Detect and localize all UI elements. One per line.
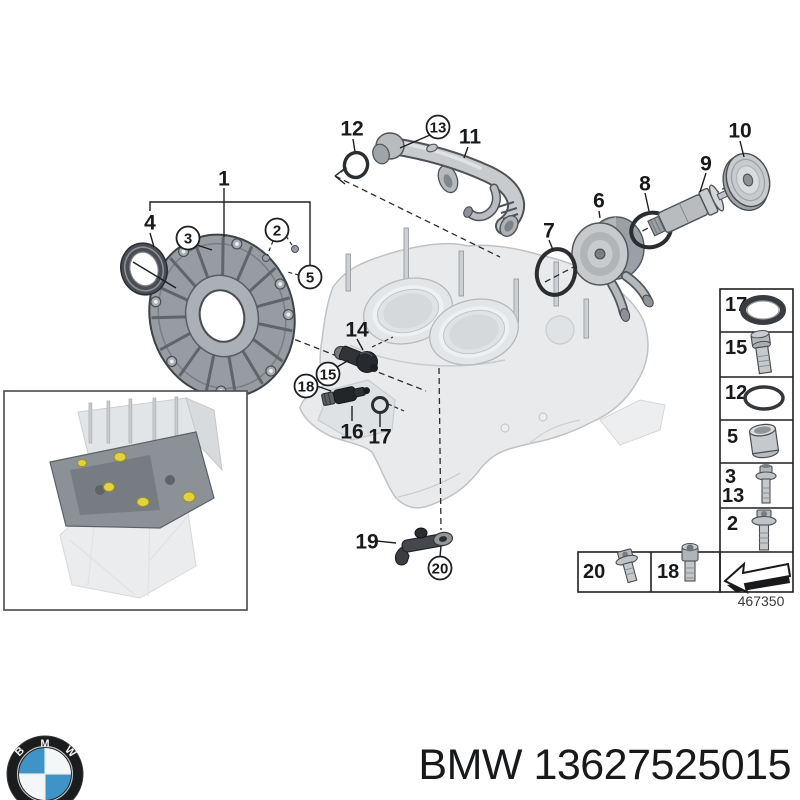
callout-6: 6: [593, 189, 605, 212]
callout-4: 4: [144, 211, 156, 234]
callout-2-label: 2: [273, 222, 281, 239]
legend-row-2-label: 2: [727, 513, 738, 535]
cooler-o-ring: [534, 247, 578, 297]
callout-11-label: 11: [459, 125, 482, 148]
direction-arrow-icon: [723, 561, 792, 594]
engine-location-inset: [3, 390, 248, 611]
engine-block: [299, 227, 666, 509]
callout-3-label: 3: [184, 230, 192, 247]
pipe-o-ring: [342, 150, 370, 180]
callout-10-label: 10: [728, 119, 751, 142]
callout-1: 1: [218, 167, 230, 190]
callout-9-label: 9: [700, 152, 712, 175]
flange-bolt-icon: [751, 509, 777, 551]
callout-19-label: 19: [355, 530, 378, 553]
callout-17-label: 17: [368, 425, 391, 448]
damper-disc: [722, 152, 771, 211]
sensor-o-ring: [371, 396, 389, 414]
callout-13-label: 13: [430, 119, 447, 136]
legend-row-3-13-label: 3 13: [722, 466, 744, 507]
legend-row-18-label: 18: [657, 561, 679, 583]
cover-bolt: [262, 254, 270, 262]
callout-11: 11: [459, 125, 482, 148]
fastener-legend: 17 15 12 5 3 13 2 20 18: [577, 288, 794, 609]
callout-16: 16: [340, 420, 363, 443]
callout-15-label: 15: [320, 366, 337, 383]
callout-10: 10: [728, 119, 751, 142]
callout-5: 5: [297, 264, 323, 290]
cover-bolt: [291, 245, 299, 253]
callout-17: 17: [368, 425, 391, 448]
callout-12-label: 12: [340, 117, 363, 140]
o-ring-thick-icon: [740, 295, 786, 325]
washer-bolt-icon: [755, 464, 777, 504]
callout-15: 15: [315, 361, 341, 387]
callout-2: 2: [264, 217, 290, 243]
callout-14-label: 14: [345, 318, 369, 341]
callout-8: 8: [639, 172, 651, 195]
callout-14: 14: [345, 318, 369, 341]
oil-cooler: [571, 216, 654, 322]
drawing-number: 467350: [738, 593, 785, 609]
callout-8-label: 8: [639, 172, 651, 195]
coolant-pipe: [372, 132, 526, 237]
callout-16-label: 16: [340, 420, 363, 443]
timing-cover: [148, 233, 296, 399]
callout-18-label: 18: [298, 378, 315, 395]
o-ring-icon: [743, 385, 785, 411]
callout-7: 7: [543, 219, 555, 242]
sleeve-icon: [748, 423, 780, 459]
callout-19: 19: [355, 530, 378, 553]
shaft-seal-ring: [120, 242, 168, 296]
callout-20-label: 20: [432, 560, 449, 577]
legend-row-20-label: 20: [583, 561, 605, 583]
legend-row-15-label: 15: [725, 337, 747, 359]
highlighted-parts-markers: [77, 452, 196, 507]
cylinder-bore: [363, 277, 453, 345]
legend-row-5-label: 5: [727, 426, 738, 448]
callout-9: 9: [700, 152, 712, 175]
leader-lines: [149, 134, 745, 558]
socket-bolt-icon: [681, 543, 699, 582]
callout-1-label: 1: [218, 167, 230, 190]
cylinder-bore: [429, 298, 519, 366]
cylinder-studs: [345, 227, 589, 339]
legend-row-12-label: 12: [725, 382, 747, 404]
bmw-roundel-logo: B M W: [6, 735, 84, 800]
hex-bolt-icon: [750, 330, 772, 375]
callouts: 1 4 6 7 8 9 10 11 12 14 16 17 19 2 3 5 1…: [144, 114, 752, 581]
callout-3: 3: [175, 225, 201, 251]
callout-18: 18: [293, 373, 319, 399]
callout-12: 12: [340, 117, 363, 140]
crankshaft-sensor: [321, 386, 371, 406]
callout-7-label: 7: [543, 219, 555, 242]
part-number-text: BMW 13627525015: [418, 741, 791, 789]
roundel-letter-m: M: [40, 738, 49, 750]
callout-20: 20: [427, 555, 453, 581]
callout-5-label: 5: [306, 269, 314, 286]
footer: B M W BMW 13627525015: [6, 735, 792, 800]
guide-bracket: [394, 527, 454, 566]
oil-pressure-sensor: [333, 345, 378, 373]
callout-13: 13: [425, 114, 451, 140]
flange-hex-bolt-icon: [615, 548, 638, 584]
callout-6-label: 6: [593, 189, 605, 212]
callout-4-label: 4: [144, 211, 156, 234]
check-valve: [647, 182, 744, 237]
